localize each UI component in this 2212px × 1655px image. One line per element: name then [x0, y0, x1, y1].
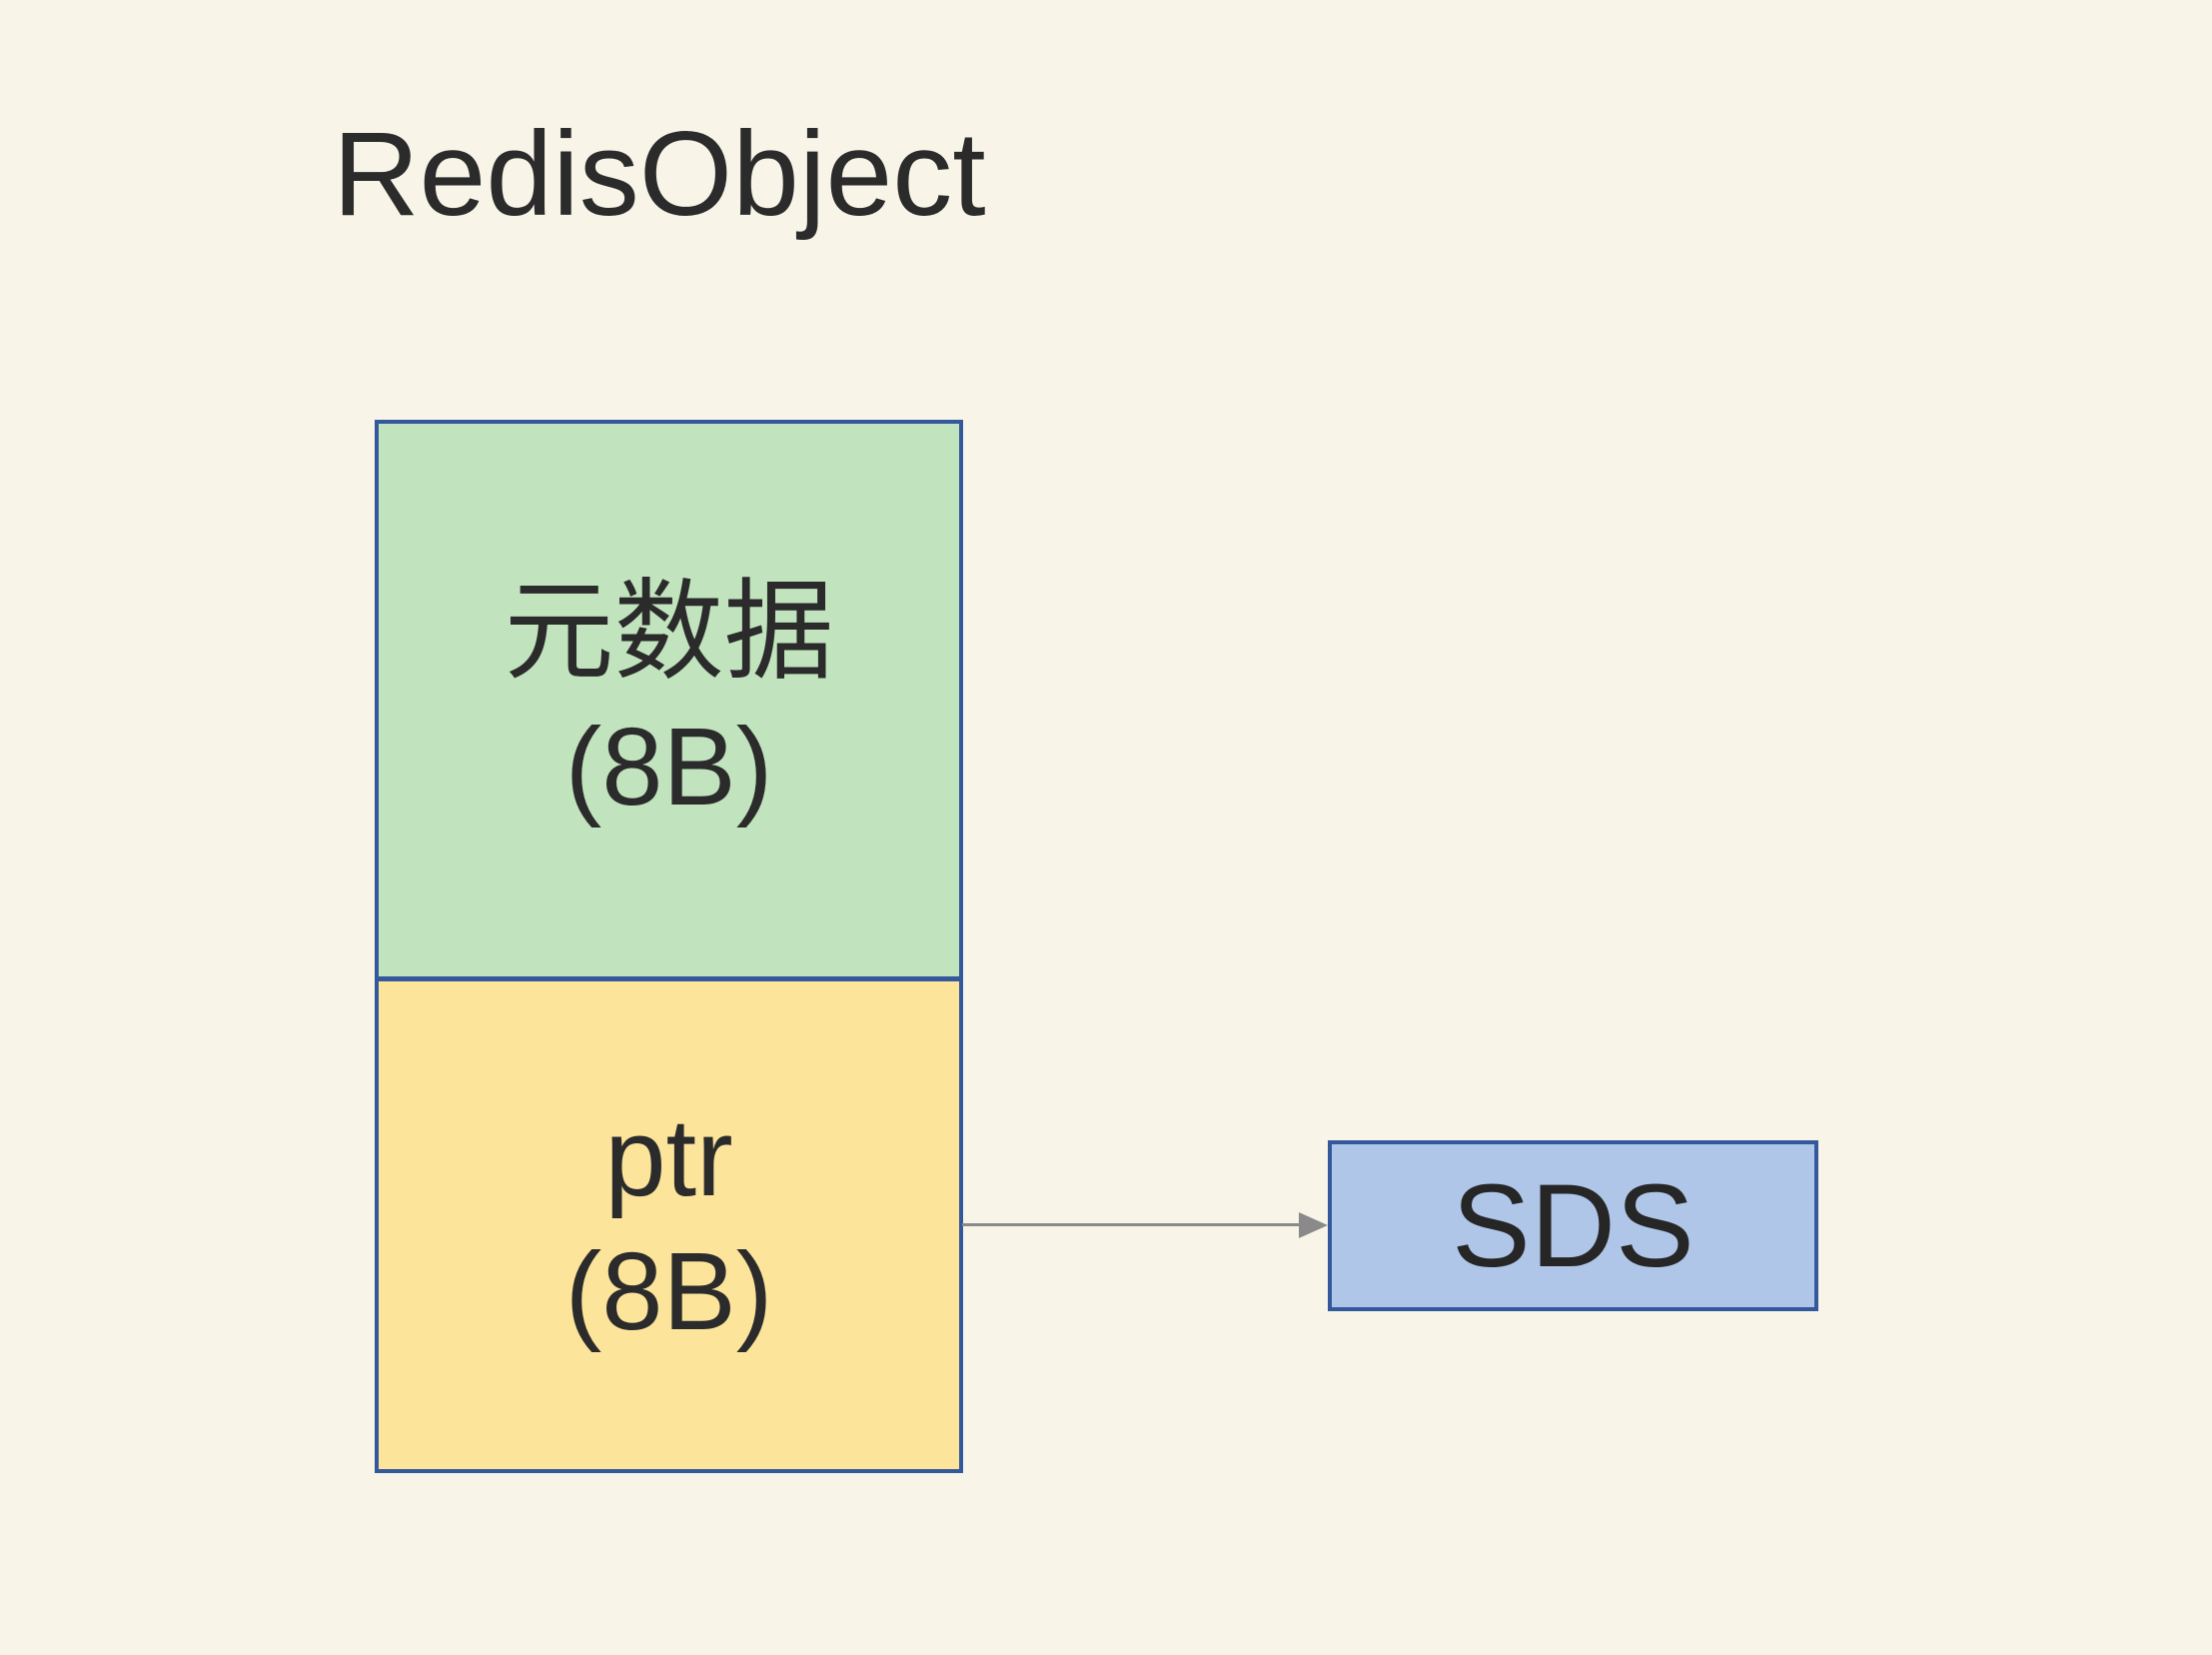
page-title: RedisObject [333, 107, 986, 241]
ptr-cell: ptr (8B) [379, 976, 959, 1469]
sds-box: SDS [1328, 1140, 1818, 1311]
metadata-cell-size: (8B) [564, 705, 773, 828]
ptr-cell-size: (8B) [564, 1230, 773, 1353]
redis-object-struct: 元数据 (8B) ptr (8B) [375, 420, 963, 1473]
ptr-cell-label: ptr [604, 1095, 733, 1219]
sds-box-label: SDS [1452, 1159, 1694, 1292]
metadata-cell-label: 元数据 [504, 571, 834, 695]
metadata-cell: 元数据 (8B) [379, 424, 959, 976]
ptr-to-sds-arrow-line [962, 1223, 1305, 1226]
ptr-to-sds-arrowhead-icon [1299, 1212, 1328, 1238]
